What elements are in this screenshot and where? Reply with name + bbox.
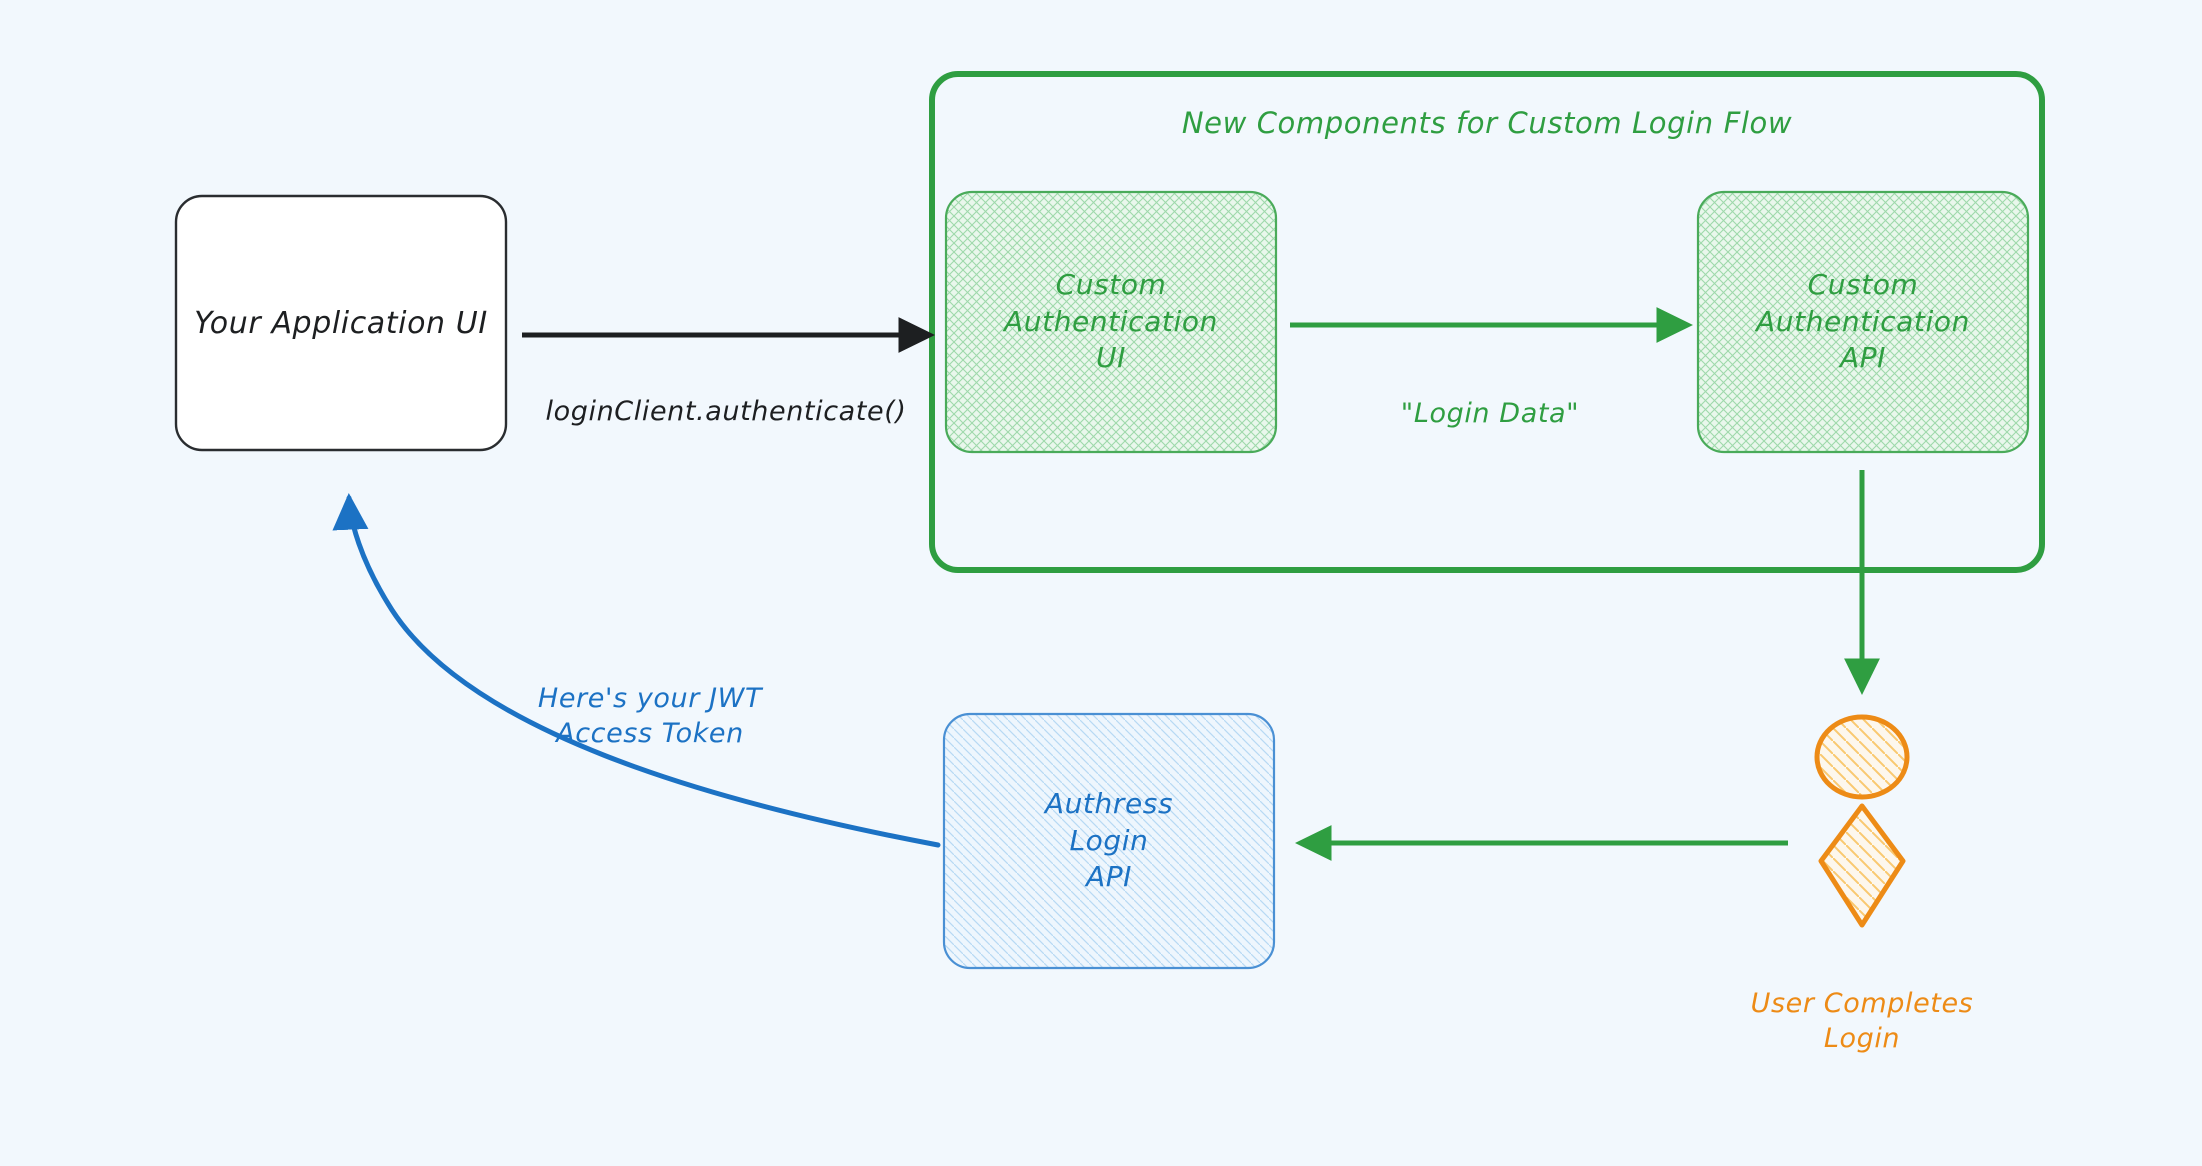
edge-jwt-token-arrow — [332, 493, 941, 848]
node-custom-authentication-api[interactable] — [1696, 190, 2030, 454]
user-actor-body-icon — [1818, 803, 1906, 928]
user-actor-head-icon — [1814, 714, 1910, 800]
node-custom-authentication-ui[interactable] — [944, 190, 1278, 454]
node-your-application-ui[interactable] — [174, 194, 508, 452]
node-authress-login-api[interactable] — [942, 712, 1276, 970]
